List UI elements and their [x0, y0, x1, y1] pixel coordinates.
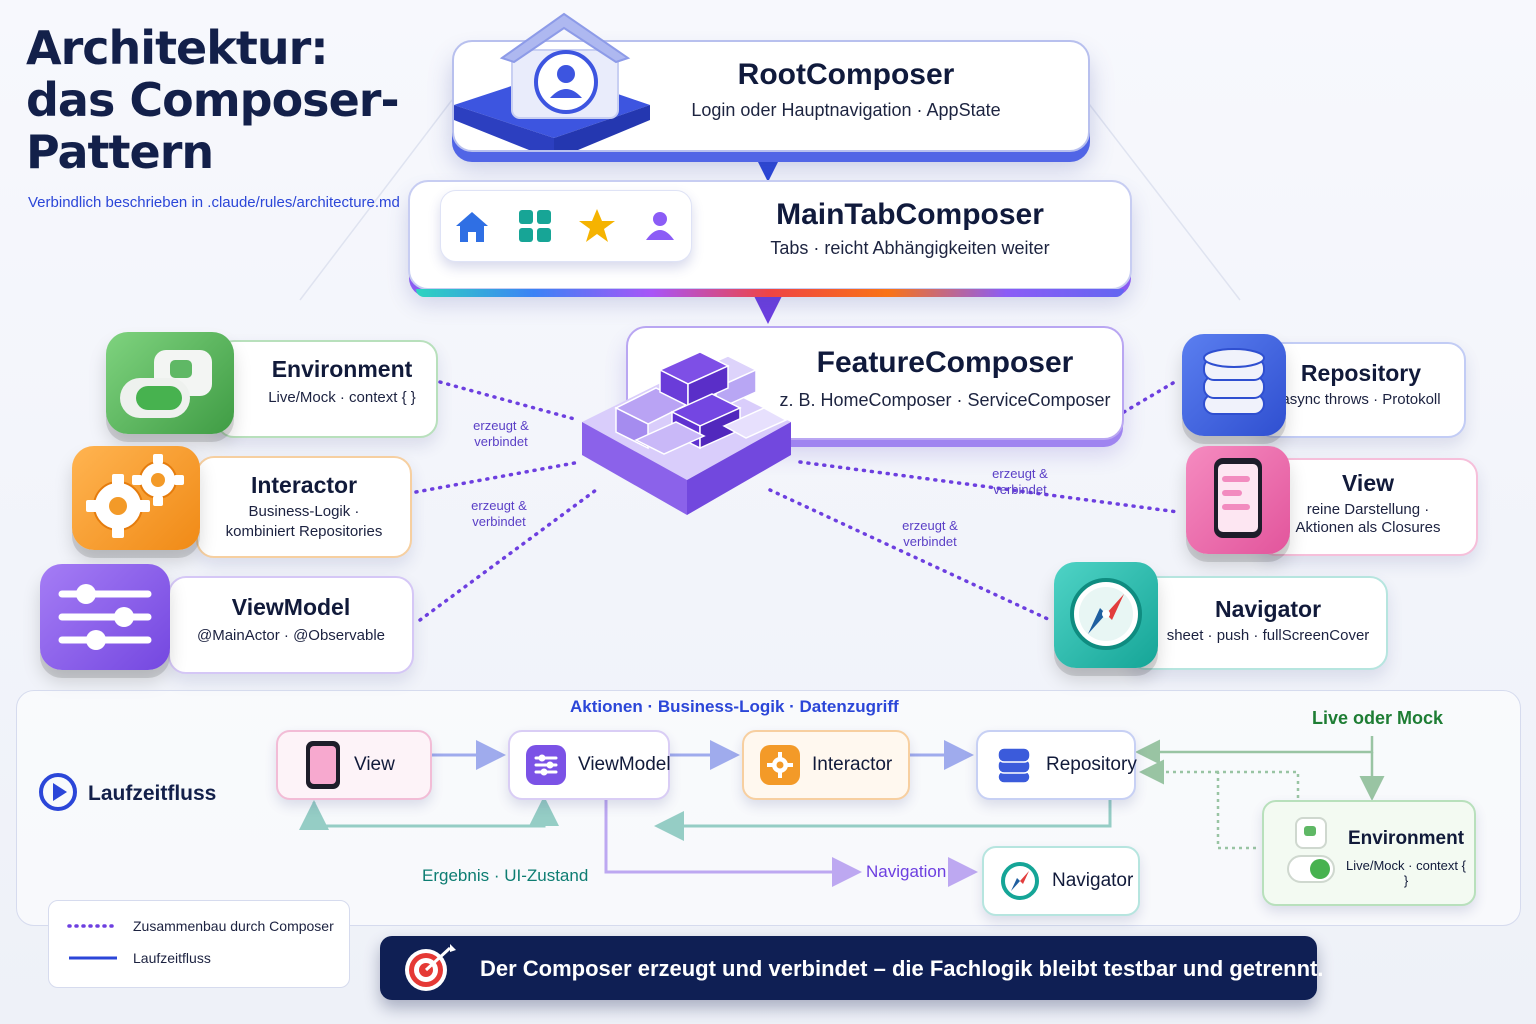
view-tile — [1186, 446, 1290, 554]
house-user-icon — [454, 12, 650, 150]
repository-title: Repository — [1300, 360, 1422, 386]
flow-node-view: View — [276, 730, 432, 800]
connector-label: erzeugt & verbindet — [473, 418, 529, 449]
viewmodel-card: ViewModel @MainActor · @Observable — [168, 576, 414, 674]
legend: Zusammenbau durch Composer Laufzeitfluss — [48, 900, 350, 988]
navigator-card: Navigator sheet · push · fullScreenCover — [1128, 576, 1388, 670]
root-composer-title: RootComposer — [737, 58, 955, 91]
navigator-tile — [1054, 562, 1158, 668]
flow-node-label: Repository — [1046, 754, 1137, 775]
connector-label: erzeugt & verbindet — [902, 518, 958, 549]
connector-label: erzeugt & verbindet — [992, 466, 1048, 497]
flow-node-repository: Repository — [976, 730, 1137, 800]
feature-composer-title: FeatureComposer — [816, 346, 1074, 379]
view-subtitle-2: Aktionen als Closures — [1295, 519, 1441, 536]
flow-node-viewmodel: ViewModel — [508, 730, 671, 800]
toggle-icon — [1287, 817, 1335, 883]
repository-card: Repository async throws · Protokoll — [1256, 342, 1466, 438]
gear-icon — [760, 745, 800, 785]
view-subtitle-1: reine Darstellung · — [1306, 501, 1430, 518]
repository-subtitle: async throws · Protokoll — [1281, 391, 1441, 408]
feature-composer-subtitle: z. B. HomeComposer · ServiceComposer — [779, 390, 1111, 410]
sliders-icon — [58, 584, 152, 650]
title-line: Architektur: — [26, 21, 329, 75]
flow-node-label: View — [354, 754, 395, 775]
tab-bar-illustration — [440, 190, 692, 262]
root-composer-subtitle: Login oder Hauptnavigation · AppState — [691, 100, 1001, 120]
grid-icon — [518, 210, 551, 242]
main-tab-composer-title: MainTabComposer — [776, 198, 1044, 231]
runtime-flow-header: Aktionen · Business-Logik · Datenzugriff — [570, 697, 899, 716]
page-subtitle: Verbindlich beschrieben in .claude/rules… — [28, 194, 400, 211]
flow-node-label: ViewModel — [578, 754, 671, 775]
flow-node-label: Navigator — [1052, 870, 1134, 891]
navigator-subtitle: sheet · push · fullScreenCover — [1166, 627, 1370, 644]
interactor-tile — [72, 446, 200, 550]
dotted-interactor — [414, 460, 582, 494]
view-title: View — [1342, 470, 1394, 496]
viewmodel-subtitle: @MainActor · @Observable — [196, 627, 385, 644]
legend-dotted-label: Zusammenbau durch Composer — [133, 918, 334, 934]
star-icon — [579, 209, 616, 242]
summary-banner: Der Composer erzeugt und verbindet – die… — [380, 936, 1323, 1000]
dotted-navigator — [768, 488, 1052, 622]
dotted-env — [438, 380, 580, 422]
legend-solid-label: Laufzeitfluss — [133, 950, 211, 966]
viewmodel-tile — [40, 564, 170, 670]
dotted-repository — [1122, 378, 1180, 414]
database-icon — [1203, 348, 1265, 415]
main-tab-composer-subtitle: Tabs · reicht Abhängigkeiten weiter — [770, 238, 1050, 258]
summary-banner-text: Der Composer erzeugt und verbindet – die… — [480, 956, 1324, 981]
environment-flow-subtitle: Live/Mock · context { } — [1346, 858, 1466, 888]
title-line: Pattern — [26, 125, 214, 179]
flow-node-interactor: Interactor — [742, 730, 910, 800]
toggle-icon — [120, 350, 212, 418]
flow-node-environment: Environment Live/Mock · context { } — [1262, 800, 1476, 906]
navigator-title: Navigator — [1214, 596, 1322, 622]
environment-subtitle: Live/Mock · context { } — [268, 389, 416, 406]
sliders-icon — [526, 745, 566, 785]
legend-dotted-line — [67, 924, 119, 928]
interactor-title: Interactor — [250, 472, 358, 498]
flow-node-label: Interactor — [812, 754, 893, 775]
database-icon — [994, 745, 1034, 785]
repository-tile — [1182, 334, 1286, 436]
environment-title: Environment — [271, 356, 413, 382]
gears-icon — [86, 454, 184, 538]
environment-flow-title: Environment — [1347, 828, 1465, 849]
interactor-card: Interactor Business-Logik · kombiniert R… — [196, 456, 412, 558]
phone-icon — [306, 741, 340, 789]
environment-tile — [106, 332, 234, 434]
live-mock-label: Live oder Mock — [1312, 708, 1444, 728]
phone-icon — [1214, 458, 1262, 538]
legend-solid-line — [69, 956, 117, 960]
compass-icon — [1000, 861, 1040, 901]
result-label: Ergebnis · UI-Zustand — [422, 866, 589, 885]
viewmodel-title: ViewModel — [231, 594, 351, 620]
play-icon — [39, 773, 77, 811]
connector-label: erzeugt & verbindet — [471, 498, 527, 529]
blocks-icon — [582, 351, 791, 515]
environment-card: Environment Live/Mock · context { } — [216, 340, 438, 438]
home-icon — [456, 212, 489, 242]
page-title: Architektur: das Composer- Pattern — [26, 21, 400, 179]
runtime-flow-title: Laufzeitfluss — [88, 782, 217, 805]
title-line: das Composer- — [26, 73, 400, 127]
target-icon — [405, 944, 456, 991]
view-card: View reine Darstellung · Aktionen als Cl… — [1258, 458, 1478, 556]
compass-icon — [1070, 578, 1142, 650]
interactor-subtitle-1: Business-Logik · — [248, 503, 360, 520]
navigation-label: Navigation — [866, 862, 947, 881]
person-icon — [645, 212, 674, 240]
interactor-subtitle-2: kombiniert Repositories — [225, 523, 383, 540]
flow-node-navigator: Navigator — [982, 846, 1140, 916]
